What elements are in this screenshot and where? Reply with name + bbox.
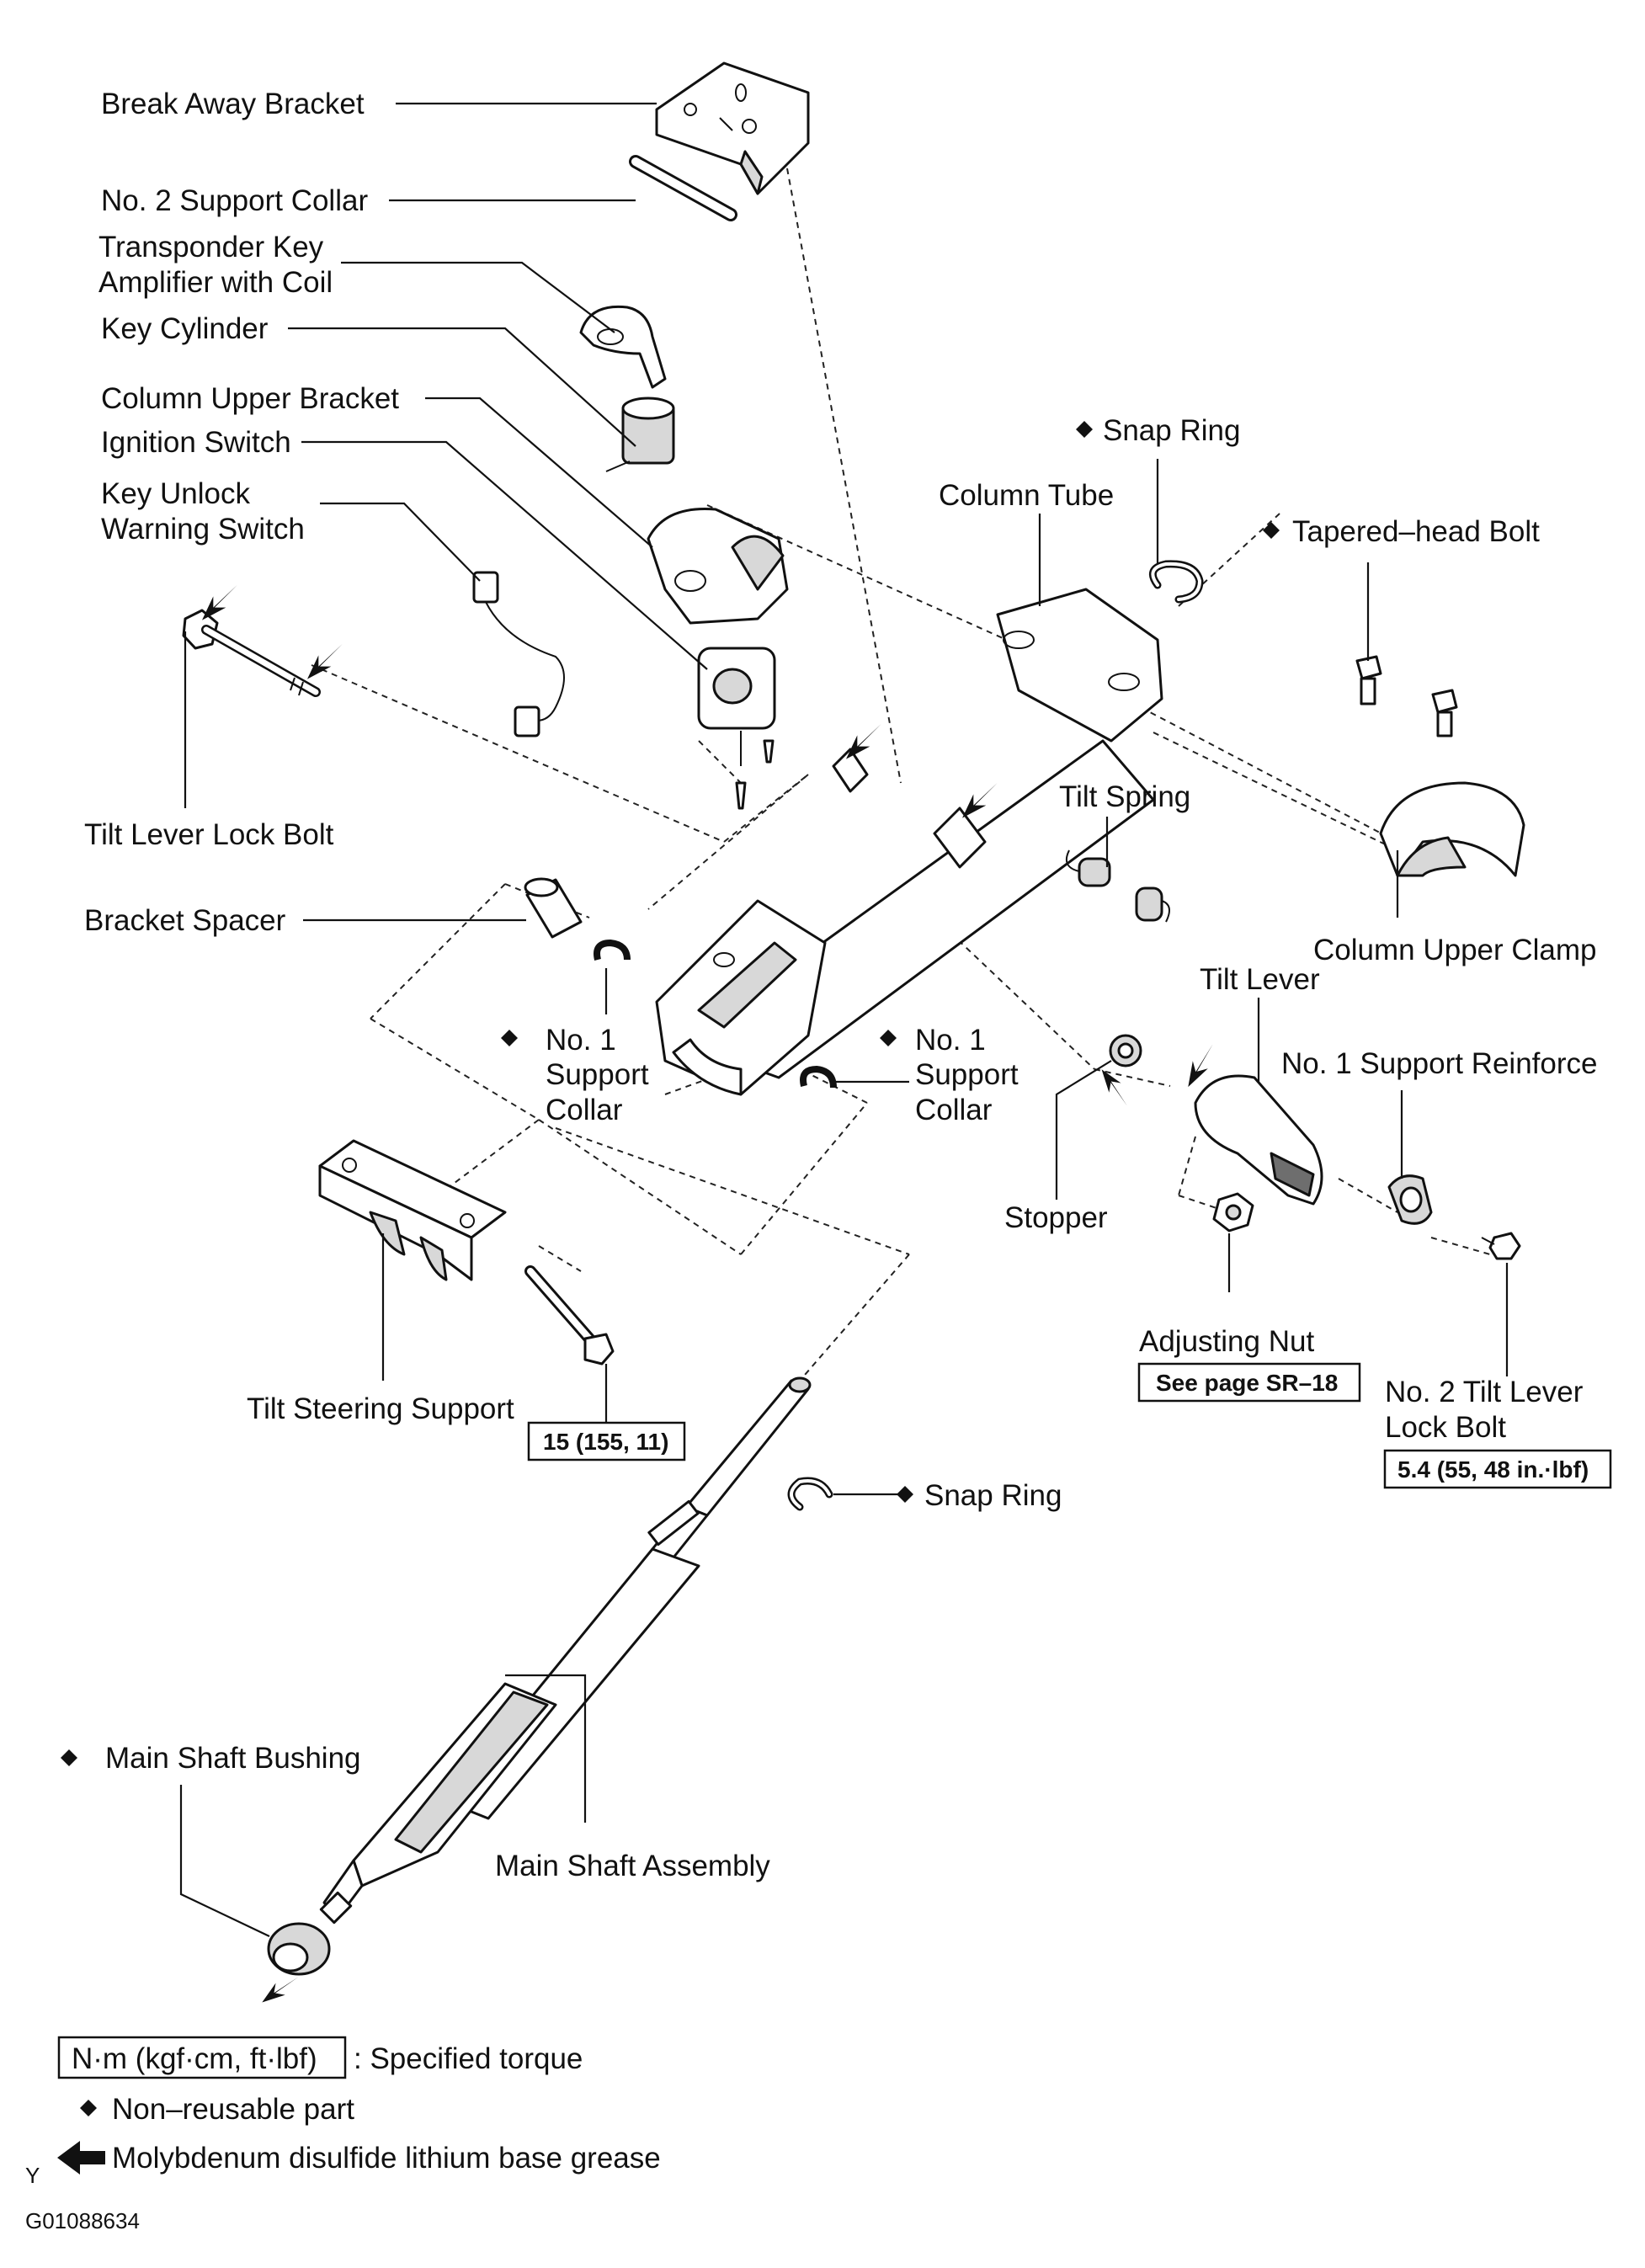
tilt-lever-lock-bolt-part (182, 609, 321, 697)
label-main-shaft-assembly: Main Shaft Assembly (495, 1850, 770, 1882)
transponder-amplifier-part (579, 305, 667, 389)
see-page-reference: See page SR–18 (1156, 1370, 1338, 1396)
legend-torque-desc: : Specified torque (354, 2042, 583, 2075)
label-adjusting-nut: Adjusting Nut (1139, 1325, 1314, 1358)
non-reusable-diamond-icon (61, 1749, 77, 1766)
no1-support-reinforce-part (1387, 1174, 1433, 1225)
break-away-bracket-part (655, 61, 810, 195)
label-tilt-lever: Tilt Lever (1200, 963, 1320, 996)
legend-grease: Molybdenum disulfide lithium base grease (112, 2142, 661, 2175)
label-snap-ring-bottom: Snap Ring (924, 1479, 1062, 1512)
ignition-switch-part (697, 647, 776, 810)
label-tilt-lever-lock-bolt: Tilt Lever Lock Bolt (84, 818, 334, 851)
label-snap-ring-top: Snap Ring (1103, 414, 1240, 447)
snap-ring-bottom-part (787, 1477, 833, 1511)
non-reusable-diamond-icon (897, 1486, 913, 1503)
label-transponder-key-line2: Amplifier with Coil (98, 266, 333, 299)
label-column-upper-clamp: Column Upper Clamp (1313, 934, 1597, 966)
non-reusable-diamond-icon (1263, 522, 1280, 539)
tilt-spring-part (1066, 849, 1170, 923)
label-column-upper-bracket: Column Upper Bracket (101, 382, 399, 415)
part-labels: Break Away Bracket No. 2 Support Collar … (61, 88, 1597, 1882)
label-no1-collar-right-line1: No. 1 (915, 1024, 986, 1057)
label-ignition-switch: Ignition Switch (101, 426, 291, 459)
legend-torque-unit: N·m (kgf·cm, ft·lbf) (72, 2042, 317, 2075)
grease-arrow-icon (962, 783, 998, 818)
label-no2-tilt-lever-line2: Lock Bolt (1385, 1411, 1506, 1444)
non-reusable-diamond-icon (80, 2100, 97, 2116)
assembly-guide-lines (311, 168, 1491, 1382)
bracket-spacer-part (524, 877, 583, 939)
spec-box-see-page: See page SR–18 (1137, 1362, 1361, 1403)
label-no1-collar-left-line1: No. 1 (546, 1024, 616, 1057)
non-reusable-diamond-icon (501, 1030, 518, 1046)
tapered-head-bolts-part (1355, 655, 1458, 737)
key-unlock-switch-part (472, 571, 565, 737)
grease-arrow-icon (262, 1971, 299, 2008)
torque-support-value: 15 (155, 11) (543, 1429, 668, 1455)
tube-lower-bracket-part (655, 899, 827, 1096)
label-no1-collar-right-line2: Support (915, 1058, 1019, 1091)
label-column-tube: Column Tube (939, 479, 1114, 512)
label-key-unlock-line1: Key Unlock (101, 477, 251, 510)
label-main-shaft-bushing: Main Shaft Bushing (105, 1742, 361, 1775)
grease-arrow-icon (846, 724, 881, 759)
figure-code: G01088634 (25, 2208, 140, 2233)
torque-lock-bolt-value: 5.4 (55, 48 in.·lbf) (1397, 1456, 1589, 1483)
column-upper-bracket-part (647, 507, 789, 625)
no1-support-collar-right-part (800, 1065, 837, 1089)
label-no1-collar-right-line3: Collar (915, 1094, 993, 1126)
main-shaft-bushing-part (267, 1922, 331, 1976)
support-bolt-part (524, 1265, 615, 1366)
label-tilt-spring: Tilt Spring (1059, 780, 1190, 813)
grease-legend-arrow-icon (57, 2141, 105, 2175)
no2-tilt-lever-lock-bolt-part (1481, 1232, 1521, 1260)
label-no2-tilt-lever-line1: No. 2 Tilt Lever (1385, 1376, 1584, 1408)
main-shaft-part (319, 1376, 812, 1925)
legend: N·m (kgf·cm, ft·lbf) : Specified torque … (25, 2036, 661, 2233)
spec-box-lock-bolt-torque: 5.4 (55, 48 in.·lbf) (1383, 1449, 1612, 1489)
spec-box-support-torque: 15 (155, 11) (527, 1421, 686, 1461)
tilt-steering-support-part (318, 1139, 507, 1281)
label-no1-collar-left-line2: Support (546, 1058, 649, 1091)
non-reusable-diamond-icon (880, 1030, 897, 1046)
leader-lines (179, 102, 1509, 1937)
tilt-lever-part (1194, 1074, 1323, 1206)
label-key-unlock-line2: Warning Switch (101, 513, 305, 546)
legend-non-reusable: Non–reusable part (112, 2093, 354, 2126)
key-cylinder-part (605, 397, 675, 472)
grease-arrow-icon (1096, 1069, 1133, 1106)
column-upper-clamp-part (1379, 781, 1525, 877)
corner-mark: Y (25, 2163, 40, 2188)
label-key-cylinder: Key Cylinder (101, 312, 269, 345)
non-reusable-diamond-icon (1076, 421, 1093, 438)
label-break-away-bracket: Break Away Bracket (101, 88, 365, 120)
no1-support-collar-left-part (594, 939, 631, 961)
snap-ring-top-part (1148, 560, 1204, 604)
grease-arrow-icon (307, 644, 343, 679)
label-no1-support-reinforce: No. 1 Support Reinforce (1281, 1047, 1597, 1080)
grease-arrow-icon (202, 585, 237, 620)
stopper-part (1109, 1034, 1142, 1067)
label-tapered-head-bolt: Tapered–head Bolt (1292, 515, 1540, 548)
label-bracket-spacer: Bracket Spacer (84, 904, 286, 937)
label-stopper: Stopper (1004, 1201, 1108, 1234)
label-no2-support-collar: No. 2 Support Collar (101, 184, 368, 217)
no2-support-collar-part (629, 155, 737, 221)
label-transponder-key-line1: Transponder Key (98, 231, 324, 264)
adjusting-nut-part (1212, 1192, 1254, 1232)
label-tilt-steering-support: Tilt Steering Support (247, 1392, 514, 1425)
label-no1-collar-left-line3: Collar (546, 1094, 623, 1126)
